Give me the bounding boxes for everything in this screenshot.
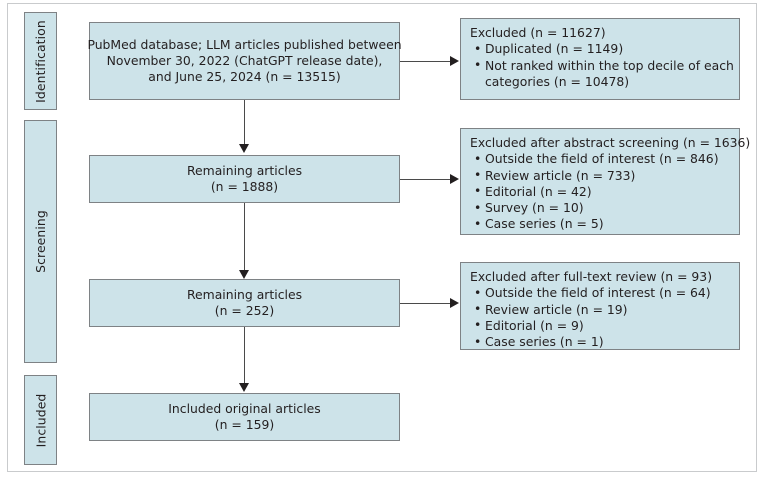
excluded-item-text: Outside the field of interest (n = 64) xyxy=(485,285,711,301)
excluded-item-text: Not ranked within the top decile of each xyxy=(485,57,734,73)
stage-label-included: Included xyxy=(24,375,57,465)
stage-label-identification-text: Identification xyxy=(33,19,48,103)
connector-horizontal-2 xyxy=(400,179,451,181)
connector-horizontal-1 xyxy=(400,61,451,63)
excluded-item-text: Editorial (n = 42) xyxy=(485,183,592,199)
excluded-item-text: Outside the field of interest (n = 846) xyxy=(485,151,719,167)
stage-label-identification: Identification xyxy=(24,12,57,110)
excluded-box-identification-list: • Duplicated (n = 1149) • Not ranked wit… xyxy=(470,41,734,91)
bullet-icon: • xyxy=(474,40,482,56)
connector-vertical-2 xyxy=(244,203,246,271)
arrowhead-down-1 xyxy=(239,144,249,153)
excluded-item: • Not ranked within the top decile of ea… xyxy=(470,57,734,91)
excluded-item-text: Case series (n = 5) xyxy=(485,216,604,232)
excluded-item: • Review article (n = 19) xyxy=(470,301,731,318)
excluded-item: • Survey (n = 10) xyxy=(470,200,731,216)
bullet-icon: • xyxy=(474,215,482,231)
flow-box-remaining-after-dedup-line-2: (n = 1888) xyxy=(210,179,279,194)
connector-vertical-3 xyxy=(244,327,246,383)
flow-box-records-identified-line-3: and June 25, 2024 (n = 13515) xyxy=(148,69,341,85)
excluded-box-abstract-screening: Excluded after abstract screening (n = 1… xyxy=(460,128,751,235)
excluded-box-abstract-screening-list: • Outside the field of interest (n = 846… xyxy=(470,151,731,232)
excluded-box-abstract-screening-title: Excluded after abstract screening (n = 1… xyxy=(470,135,751,150)
bullet-icon: • xyxy=(474,57,482,72)
arrowhead-down-2 xyxy=(239,270,249,279)
stage-label-screening: Screening xyxy=(24,120,57,363)
excluded-item-text: Duplicated (n = 1149) xyxy=(485,41,624,57)
excluded-box-identification: Excluded (n = 11627) • Duplicated (n = 1… xyxy=(460,18,740,100)
arrowhead-right-1 xyxy=(450,56,459,66)
flow-box-records-identified-line-1: PubMed database; LLM articles published … xyxy=(87,36,402,52)
excluded-item: • Outside the field of interest (n = 846… xyxy=(470,151,731,167)
excluded-item-text: Editorial (n = 9) xyxy=(485,317,584,333)
flow-box-included-original-line-2: (n = 159) xyxy=(214,417,275,432)
excluded-item: • Duplicated (n = 1149) xyxy=(470,41,731,57)
excluded-item: • Outside the field of interest (n = 64) xyxy=(470,285,731,301)
arrowhead-down-3 xyxy=(239,383,249,392)
bullet-icon: • xyxy=(474,150,482,166)
bullet-icon: • xyxy=(474,333,482,349)
stage-label-screening-text: Screening xyxy=(33,210,49,273)
excluded-item: • Case series (n = 1) xyxy=(470,334,731,350)
bullet-icon: • xyxy=(474,167,482,182)
excluded-box-full-text-review-list: • Outside the field of interest (n = 64)… xyxy=(470,285,731,350)
flow-box-remaining-after-abstract-line-1: Remaining articles xyxy=(186,286,303,302)
excluded-item: • Case series (n = 5) xyxy=(470,216,731,232)
bullet-icon: • xyxy=(474,199,482,215)
excluded-box-identification-title: Excluded (n = 11627) xyxy=(470,25,606,40)
excluded-item-text: Case series (n = 1) xyxy=(485,334,604,349)
connector-vertical-1 xyxy=(244,100,246,144)
flow-box-records-identified-line-2: November 30, 2022 (ChatGPT release date)… xyxy=(106,52,383,68)
bullet-icon: • xyxy=(474,183,482,199)
flow-box-records-identified: PubMed database; LLM articles published … xyxy=(87,22,402,100)
excluded-item: • Editorial (n = 42) xyxy=(470,183,731,200)
flow-box-included-original: Included original articles (n = 159) xyxy=(89,393,400,441)
excluded-item-text: Review article (n = 733) xyxy=(485,167,636,183)
excluded-item: • Review article (n = 733) xyxy=(470,167,731,184)
arrowhead-right-3 xyxy=(450,298,459,308)
excluded-box-full-text-review-title: Excluded after full-text review (n = 93) xyxy=(470,269,713,284)
bullet-icon: • xyxy=(474,284,482,300)
flow-box-remaining-after-dedup: Remaining articles (n = 1888) xyxy=(89,155,400,203)
flow-box-included-original-line-1: Included original articles xyxy=(168,400,321,416)
connector-horizontal-3 xyxy=(400,303,451,305)
flow-box-remaining-after-dedup-line-1: Remaining articles xyxy=(186,162,303,178)
stage-label-included-text: Included xyxy=(33,393,48,447)
flow-box-remaining-after-abstract-line-2: (n = 252) xyxy=(214,303,275,318)
excluded-item-text: Survey (n = 10) xyxy=(485,200,584,215)
bullet-icon: • xyxy=(474,301,482,316)
flow-box-remaining-after-abstract: Remaining articles (n = 252) xyxy=(89,279,400,327)
bullet-icon: • xyxy=(474,317,482,333)
excluded-item: • Editorial (n = 9) xyxy=(470,317,731,334)
excluded-item-text-continued: categories (n = 10478) xyxy=(485,73,630,89)
excluded-box-full-text-review: Excluded after full-text review (n = 93)… xyxy=(460,262,740,350)
arrowhead-right-2 xyxy=(450,174,459,184)
excluded-item-text: Review article (n = 19) xyxy=(485,301,628,317)
